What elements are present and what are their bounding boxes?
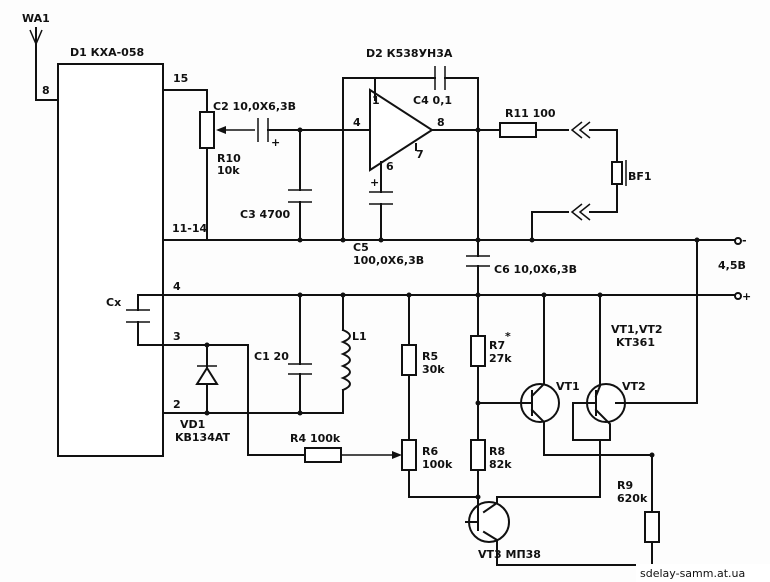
r5-label: R5 [422,350,438,363]
r9-label: R9 [617,479,633,492]
vd1-label: VD1 [180,418,205,431]
c6-label: C6 10,0X6,3B [494,263,577,276]
c3-label: C3 4700 [240,208,291,221]
vt12-label: VT1,VT2 [611,323,663,336]
varicap-vd1 [195,366,219,385]
vt12-type: KT361 [616,336,655,349]
l1-label: L1 [352,330,367,343]
ic-d1-label: D1 КХА-058 [70,46,144,59]
vd1-type: KB134AT [175,431,231,444]
c1-label: C1 20 [254,350,289,363]
vt2-label: VT2 [622,380,646,393]
resistor-r10 [199,111,215,149]
c2-label: C2 10,0X6,3B [213,100,296,113]
bf1-label: BF1 [628,170,652,183]
r6-value: 100k [422,458,453,471]
svg-text:+: + [370,176,379,189]
d1-pin-2: 2 [173,398,181,411]
resistor-r7 [470,335,486,367]
speaker-bf1 [611,161,623,185]
r8-label: R8 [489,445,505,458]
vt3-label: VT3 МП38 [478,548,541,561]
watermark: sdelay-samm.at.ua [640,567,745,580]
d1-pin-11-14: 11-14 [172,222,208,235]
resistor-r5 [401,344,417,376]
r7-star: * [505,330,511,343]
inductor-l1 [340,328,351,392]
cx-label: Cx [106,296,121,309]
ic-d1-body [57,63,164,457]
c4-label: C4 0,1 [413,94,452,107]
plus-terminal: + [742,290,751,303]
d2-pin-6: 6 [386,160,394,173]
r10-value: 10k [217,164,240,177]
opamp-d2 [369,88,434,172]
d1-pin-8: 8 [42,84,50,97]
resistor-r9 [644,511,660,543]
svg-text:+: + [271,136,280,149]
c5-value: 100,0X6,3B [353,254,424,267]
antenna-icon [29,27,59,101]
r7-label: R7 [489,339,505,352]
watermark-box [636,564,770,582]
r10-label: R10 [217,152,241,165]
c5-label: C5 [353,241,369,254]
d1-pin-4: 4 [173,280,181,293]
r8-value: 82k [489,458,512,471]
r4-label: R4 100k [290,432,341,445]
r11-label: R11 100 [505,107,556,120]
r9-value: 620k [617,492,648,505]
d1-pin-15: 15 [173,72,188,85]
r5-value: 30k [422,363,445,376]
d2-pin-4: 4 [353,116,361,129]
ic-d2-label: D2 К538УН3А [366,47,453,60]
resistor-r6 [401,439,417,471]
d1-pin-3: 3 [173,330,181,343]
resistor-r11 [499,122,537,138]
r6-label: R6 [422,445,438,458]
vt1-label: VT1 [556,380,580,393]
antenna-label: WA1 [22,12,50,25]
resistor-r8 [470,439,486,471]
d2-pin-7: 7 [416,148,424,161]
r7-value: 27k [489,352,512,365]
d2-pin-8: 8 [437,116,445,129]
minus-terminal: - [742,234,747,247]
supply-voltage: 4,5B [718,259,746,272]
resistor-r4 [304,447,342,463]
